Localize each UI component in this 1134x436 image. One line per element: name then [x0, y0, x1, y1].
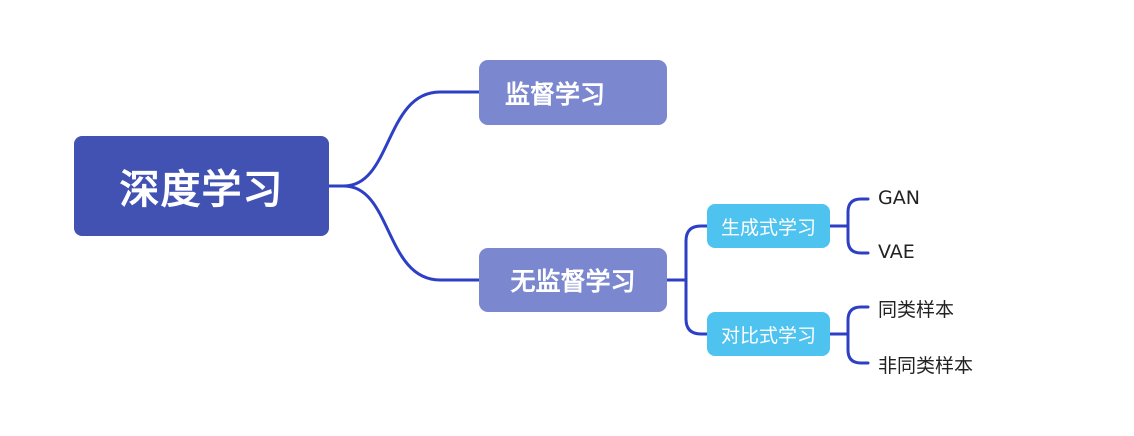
connector-contrastive-diff — [828, 332, 870, 365]
branch-node-unsupervised[interactable]: 无监督学习 — [479, 248, 667, 312]
leaf-gan[interactable]: GAN — [878, 187, 920, 209]
connector-unsupervised-contrastive — [665, 278, 709, 336]
root-node-label: 深度学习 — [119, 167, 284, 213]
connector-unsupervised-generative — [665, 224, 709, 282]
subnode-generative-label: 生成式学习 — [720, 216, 816, 239]
connector-generative-vae — [828, 224, 870, 255]
subnode-contrastive-label: 对比式学习 — [720, 324, 816, 347]
connector-root-supervised — [327, 90, 481, 188]
branch-node-supervised-label: 监督学习 — [505, 79, 606, 109]
connector-generative-gan — [828, 197, 870, 228]
connector-contrastive-same — [828, 305, 870, 336]
root-node[interactable]: 深度学习 — [74, 136, 329, 236]
subnode-contrastive[interactable]: 对比式学习 — [707, 312, 830, 356]
branch-node-unsupervised-label: 无监督学习 — [510, 267, 636, 296]
connector-root-unsupervised — [327, 184, 481, 282]
leaf-different-class-samples[interactable]: 非同类样本 — [878, 355, 974, 377]
branch-node-supervised[interactable]: 监督学习 — [479, 60, 667, 125]
leaf-vae[interactable]: VAE — [878, 241, 915, 263]
subnode-generative[interactable]: 生成式学习 — [707, 204, 830, 248]
leaf-same-class-samples[interactable]: 同类样本 — [878, 299, 955, 321]
